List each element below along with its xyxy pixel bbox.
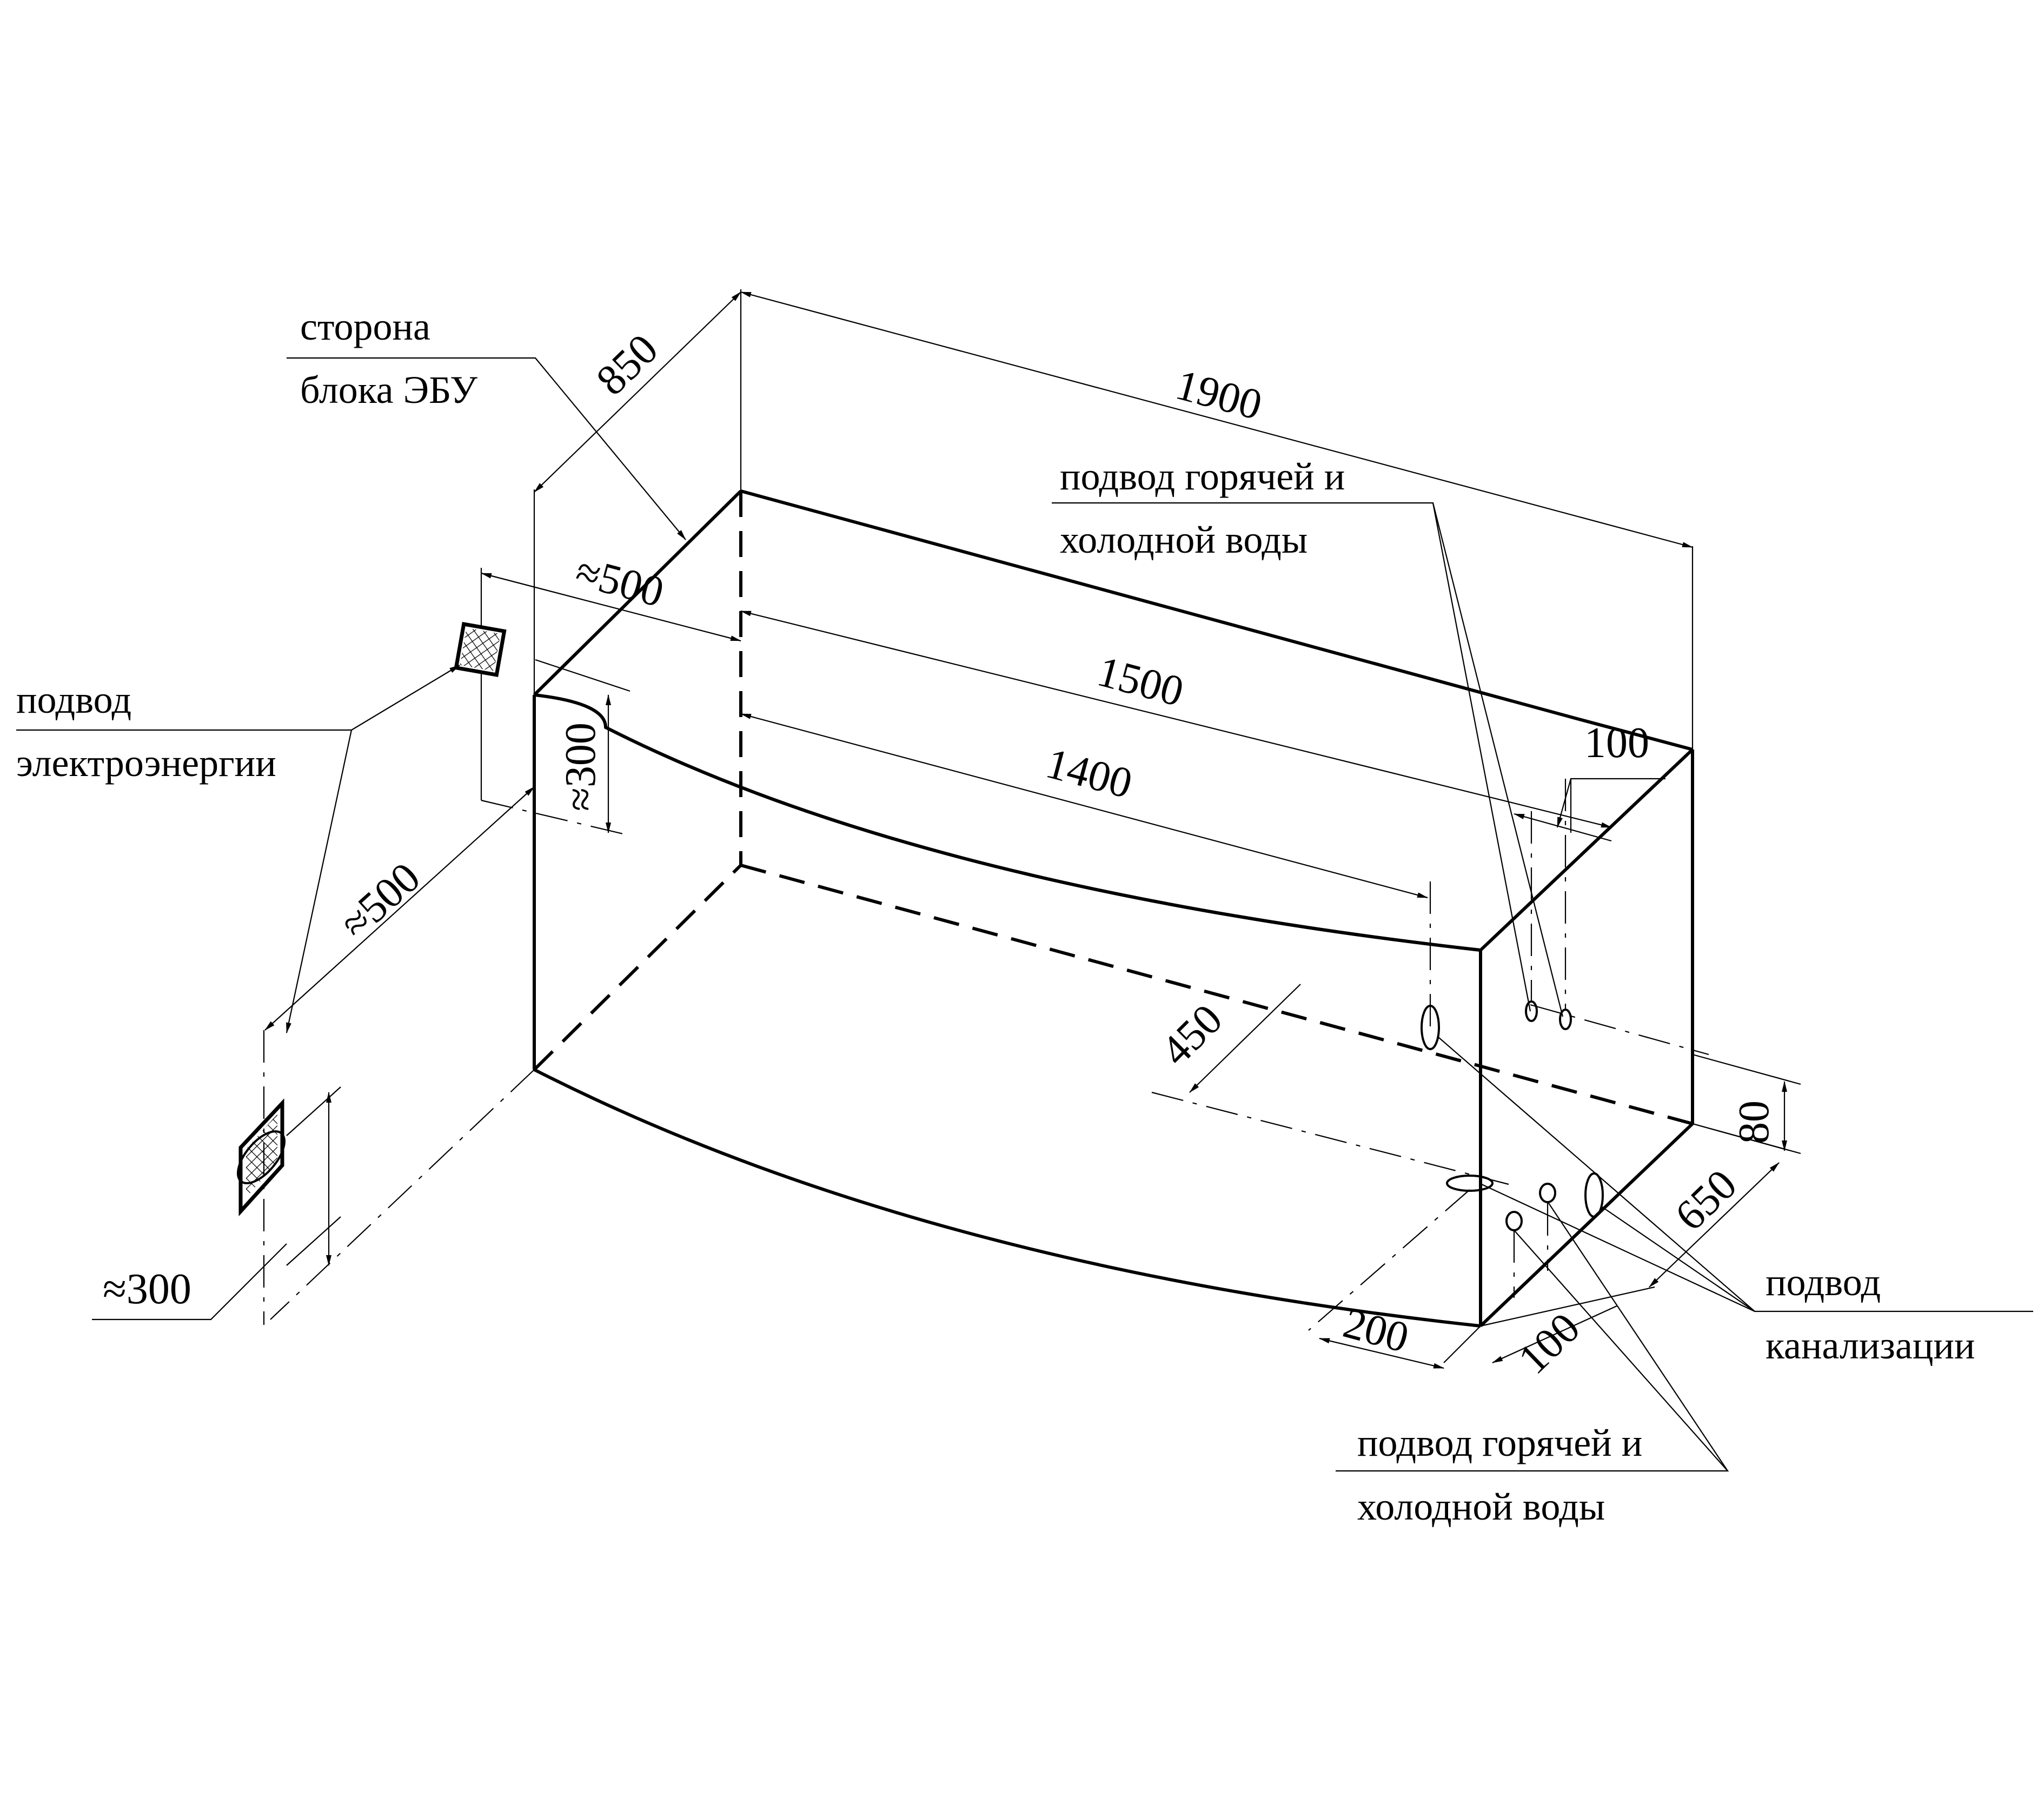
dimension-100-top: 100 [1514, 719, 1665, 842]
dimension-500-top: ≈500 [480, 547, 741, 800]
bathtub-hidden-edges [533, 491, 1693, 1125]
water-top-label-2: холодной воды [1060, 518, 1308, 561]
dimension-1400: 1400 [740, 713, 1431, 1027]
pipe-markers [1421, 779, 1709, 1231]
power-socket-top [454, 621, 507, 678]
water-top-label-1: подвод горячей и [1060, 455, 1345, 498]
dim-1500-text: 1500 [1092, 647, 1188, 715]
dim-100-bottom-text: 100 [1509, 1304, 1589, 1383]
dimension-300-top: ≈300 [481, 659, 631, 837]
dim-100-top-text: 100 [1584, 719, 1649, 767]
water-bottom-label-1: подвод горячей и [1357, 1421, 1642, 1464]
dim-200-text: 200 [1338, 1299, 1413, 1362]
ecu-side-callout: сторона блока ЭБУ [287, 305, 686, 540]
dimension-650: 650 [1480, 1123, 1785, 1327]
dim-850-text: 850 [587, 325, 667, 404]
dimension-200: 200 [1308, 1189, 1481, 1369]
dimension-1500: 1500 [740, 610, 1612, 828]
dim-500-side-text: ≈500 [331, 853, 429, 948]
power-label-2: электроэнергии [16, 741, 276, 785]
dim-300-bottom-text: ≈300 [103, 1265, 191, 1313]
dim-1900-text: 1900 [1171, 361, 1266, 429]
dim-300-top-text: ≈300 [557, 722, 605, 811]
water-bottom-callout: подвод горячей и холодной воды [1336, 1201, 1729, 1528]
water-bottom-label-2: холодной воды [1357, 1485, 1605, 1528]
dim-80-text: 80 [1730, 1100, 1778, 1144]
dimension-500-side: ≈500 [264, 786, 535, 1320]
dim-500-top-text: ≈500 [570, 547, 668, 616]
ecu-side-label-1: сторона [300, 305, 430, 348]
water-top-callout: подвод горячей и холодной воды [1052, 455, 1564, 1017]
ecu-side-label-2: блока ЭБУ [300, 368, 477, 412]
dimension-300-bottom: ≈300 [92, 1030, 341, 1325]
power-label-1: подвод [16, 678, 131, 721]
power-callout: подвод электроэнергии [16, 665, 460, 1033]
sewer-label-2: канализации [1766, 1324, 1975, 1367]
dimension-450: 450 [1151, 984, 1509, 1185]
power-socket-bottom [236, 1098, 286, 1217]
dim-650-text: 650 [1666, 1161, 1746, 1240]
sewer-callout: подвод канализации [1438, 1037, 2033, 1367]
bathtub-outline [533, 489, 1694, 1328]
dimension-850: 850 [533, 291, 741, 695]
sewer-label-1: подвод [1766, 1261, 1881, 1304]
